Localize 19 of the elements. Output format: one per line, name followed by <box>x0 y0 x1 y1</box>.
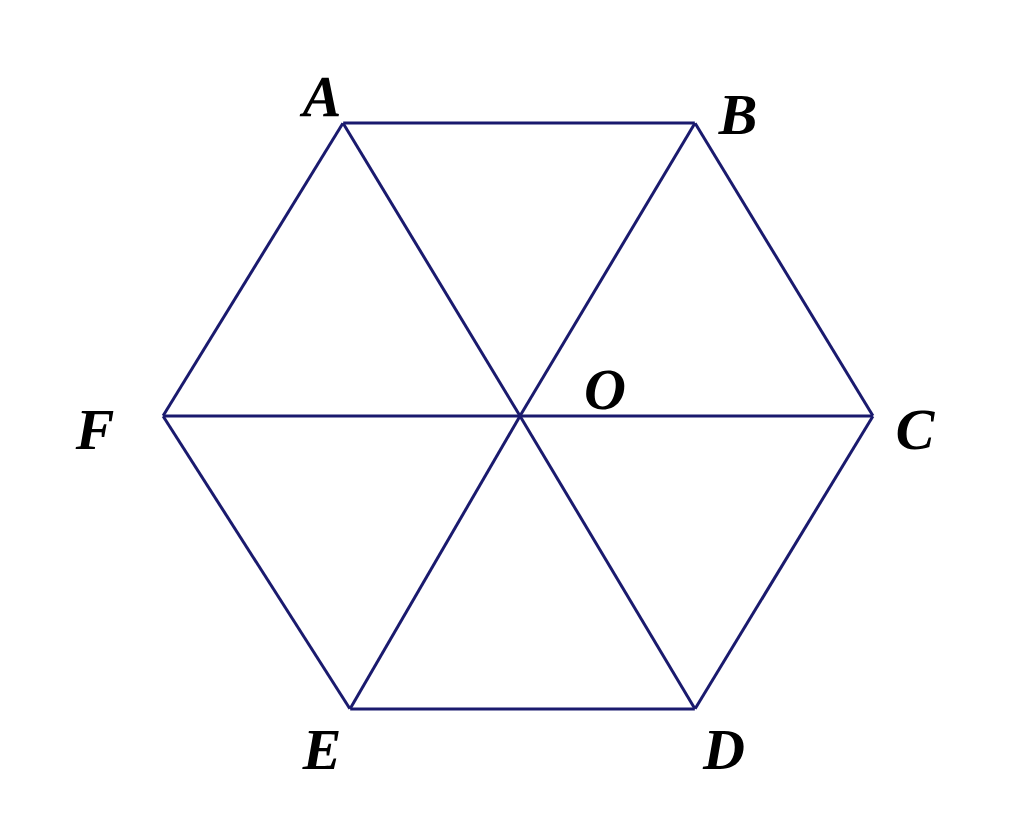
line-segment <box>693 415 875 710</box>
line-segment <box>341 122 522 417</box>
point-label: B <box>718 95 756 135</box>
point-label: O <box>586 370 625 410</box>
point-label: C <box>897 410 935 450</box>
point-label: F <box>75 411 114 449</box>
line-segment <box>518 415 697 710</box>
point-label: A <box>299 77 339 117</box>
line-segment <box>163 414 520 418</box>
line-segment <box>518 122 697 417</box>
line-segment <box>348 415 522 710</box>
line-segment <box>693 122 875 417</box>
point-label: D <box>702 730 744 770</box>
line-segment <box>520 414 873 418</box>
line-segment <box>161 415 352 710</box>
point-label: E <box>302 731 339 769</box>
line-segment <box>161 122 345 417</box>
line-segment <box>343 121 695 125</box>
line-segment <box>350 707 695 711</box>
